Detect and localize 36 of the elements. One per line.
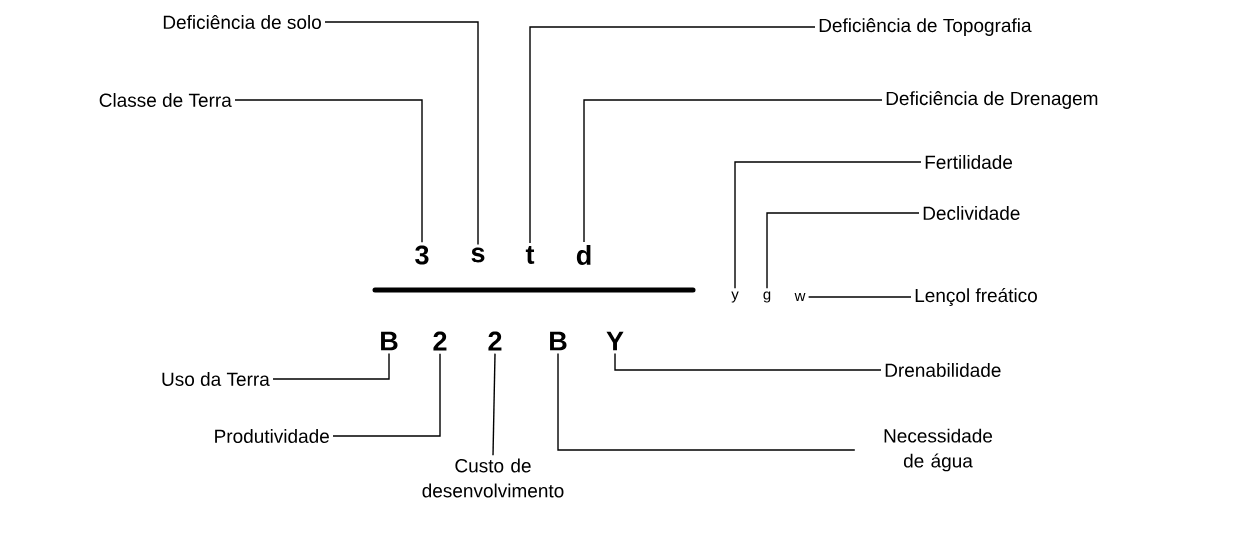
description-label: Necessidade de água: [884, 428, 993, 472]
leader-line: [492, 352, 496, 457]
code-symbol: s: [471, 247, 485, 263]
leader-line: [734, 161, 922, 289]
code-symbol: B: [381, 331, 398, 351]
description-label: Lençol freático: [915, 288, 1037, 306]
code-symbol: 3: [415, 245, 429, 265]
description-label: Custo de desenvolvimento: [422, 458, 564, 498]
leader-line: [529, 26, 816, 244]
description-label: Produtividade: [215, 429, 329, 443]
description-label: Deficiência de solo: [163, 15, 321, 29]
leader-line: [272, 352, 390, 380]
description-label: Fertilidade: [925, 155, 1013, 169]
code-symbol: t: [525, 246, 535, 264]
code-symbol: 2: [433, 331, 447, 351]
code-symbol: d: [576, 245, 591, 265]
leader-line: [324, 21, 479, 246]
code-symbol: B: [550, 331, 567, 351]
description-label: Deficiência de Drenagem: [886, 91, 1098, 109]
leader-line: [332, 352, 441, 437]
code-symbol: 2: [488, 331, 502, 351]
leader-line: [234, 99, 423, 243]
leader-line: [583, 99, 883, 243]
description-label: Uso da Terra: [162, 372, 270, 386]
code-symbol: Y: [606, 331, 624, 351]
description-label: Classe de Terra: [99, 93, 232, 107]
code-letter: g: [763, 291, 771, 303]
description-label: Declividade: [923, 206, 1020, 220]
leader-line: [614, 352, 882, 371]
description-label: Drenabilidade: [885, 363, 1001, 377]
leader-line: [766, 212, 920, 289]
code-letter: w: [794, 293, 806, 301]
leader-line: [557, 352, 856, 451]
description-label: Deficiência de Topografia: [819, 18, 1032, 36]
code-letter: y: [731, 291, 739, 303]
leader-line: [807, 296, 912, 298]
